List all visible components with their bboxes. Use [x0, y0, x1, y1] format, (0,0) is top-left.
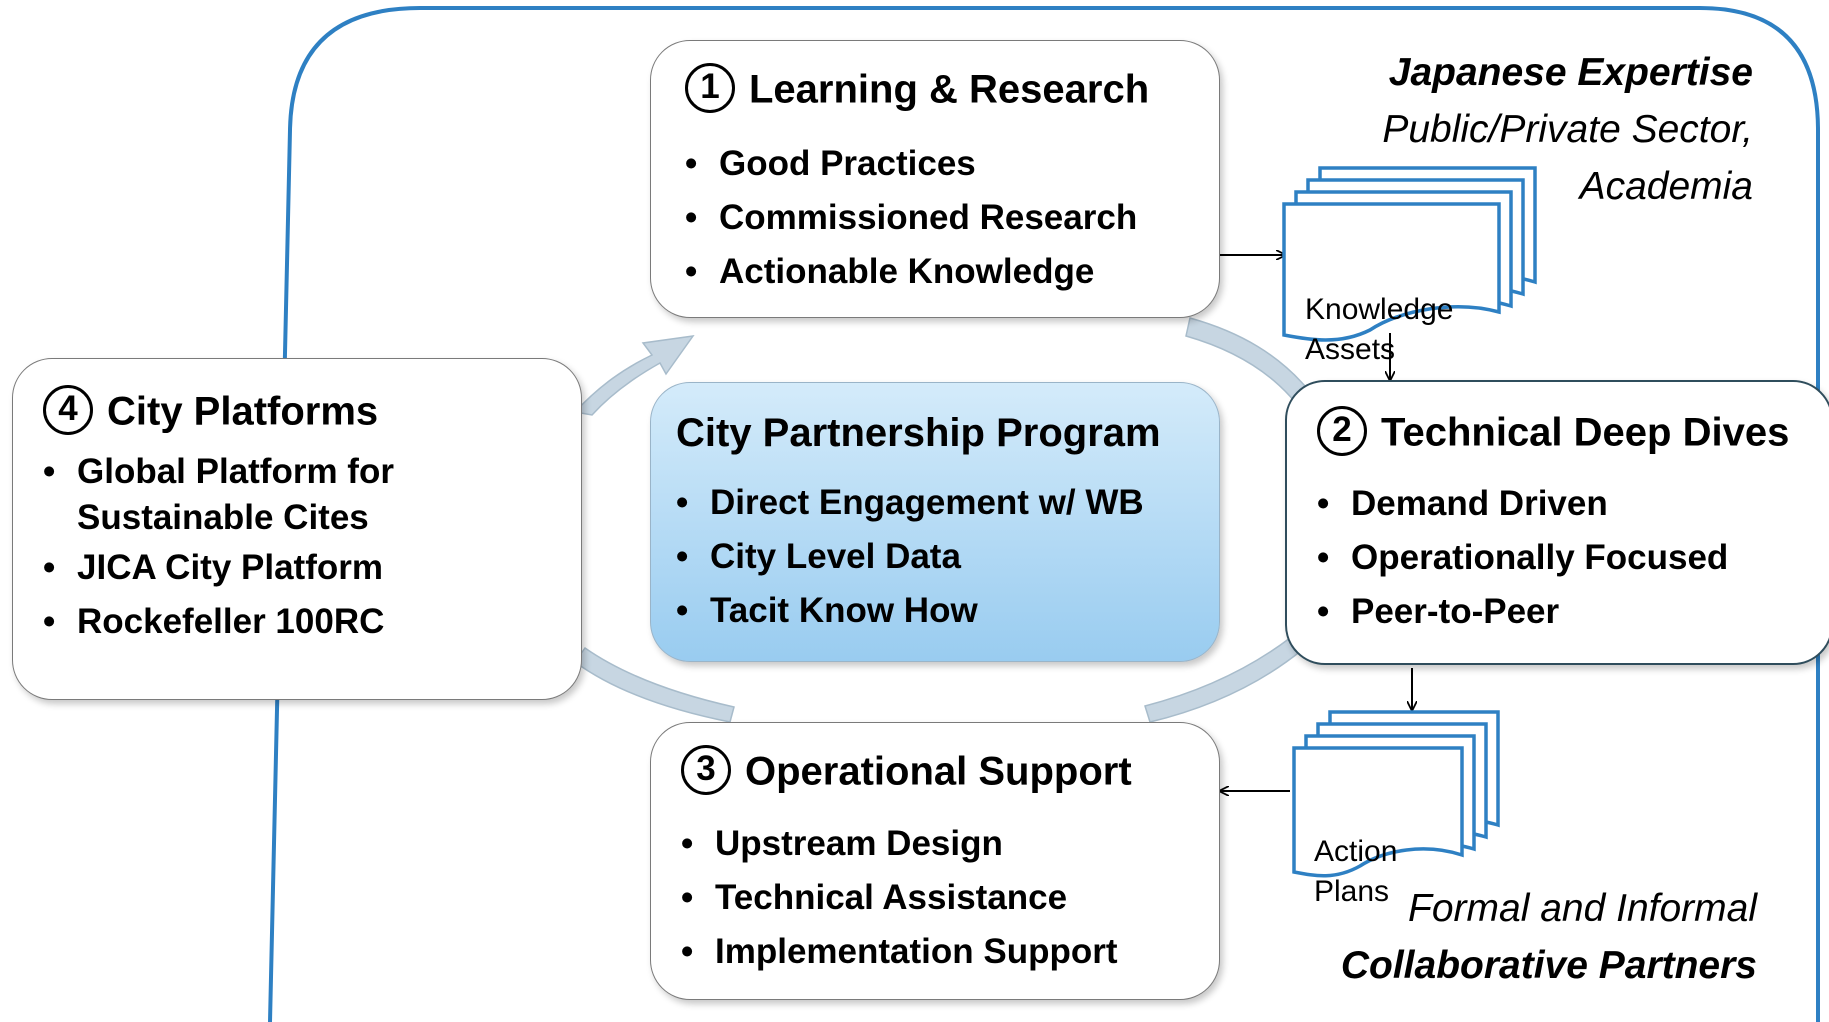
list-item: •Operationally Focused — [1317, 538, 1729, 577]
city-partnership-program-list: •Direct Engagement w/ WB •City Level Dat… — [676, 476, 1144, 638]
operational-support-list: •Upstream Design •Technical Assistance •… — [681, 817, 1118, 979]
list-item: •Peer-to-Peer — [1317, 592, 1560, 631]
step-number-2: 2 — [1317, 406, 1367, 456]
list-item: •Rockefeller 100RC — [43, 602, 385, 641]
list-item: •Technical Assistance — [681, 878, 1068, 917]
list-item: •Actionable Knowledge — [685, 252, 1095, 291]
outer-frame — [268, 6, 1820, 1022]
list-item: •Direct Engagement w/ WB — [676, 483, 1144, 522]
collaborative-partners-annotation: Formal and Informal Collaborative Partne… — [1340, 887, 1757, 987]
step-number-3: 3 — [681, 745, 731, 795]
technical-deep-dives-list: •Demand Driven •Operationally Focused •P… — [1317, 477, 1728, 639]
list-item: •Commissioned Research — [685, 198, 1138, 237]
list-item: •Demand Driven — [1317, 484, 1608, 523]
learning-research-list: •Good Practices •Commissioned Research •… — [685, 137, 1137, 299]
list-item: •Implementation Support — [681, 932, 1118, 971]
cycle-arrows — [573, 317, 1312, 723]
step-number-4: 4 — [43, 385, 93, 435]
cycle-arrow-platforms-to-learning — [573, 335, 695, 416]
list-item: •City Level Data — [676, 537, 961, 576]
list-item: •Upstream Design — [681, 824, 1003, 863]
step-number-1: 1 — [685, 63, 735, 113]
list-item: •Tacit Know How — [676, 591, 978, 630]
city-partnership-program-title: City Partnership Program — [676, 411, 1161, 455]
cycle-arrow-deepdives-to-operational — [1144, 637, 1304, 723]
japanese-expertise-annotation: Japanese Expertise Public/Private Sector… — [1382, 51, 1753, 208]
knowledge-assets-document-stack — [1282, 166, 1537, 342]
list-item: •JICA City Platform — [43, 548, 383, 587]
list-item: •Good Practices — [685, 144, 976, 183]
city-partnership-program-box: City Partnership Program •Direct Engagem… — [650, 382, 1220, 662]
action-plans-document-stack — [1292, 710, 1500, 878]
